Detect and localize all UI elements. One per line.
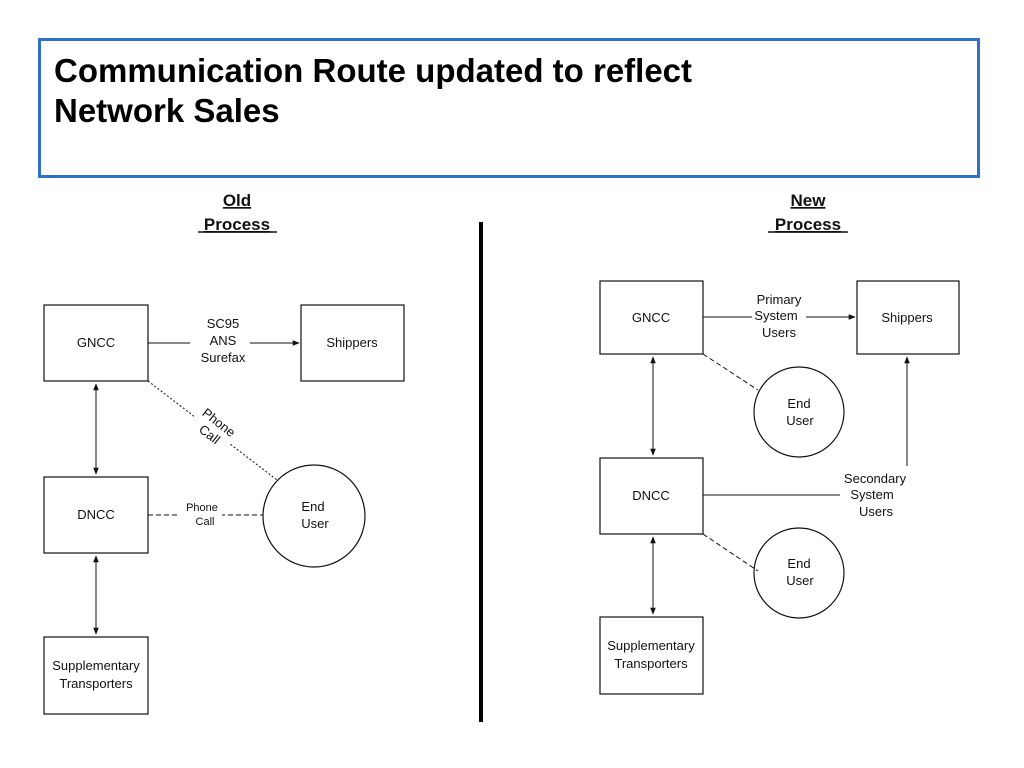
old-end-user-label-1: End: [301, 499, 324, 514]
new-end-user-2-circle: [753, 527, 845, 619]
old-dncc-enduser-label-bg: [180, 502, 222, 528]
old-supplementary-box: [43, 636, 149, 715]
new-heading-line-1: New: [791, 191, 827, 210]
title-box: Communication Route updated to reflect N…: [38, 38, 980, 178]
new-gncc-box: [599, 280, 704, 355]
new-process: New Process GNCC Shippers Primary System…: [599, 191, 960, 695]
old-gncc-box: [43, 304, 149, 382]
new-primary-label-3: Users: [762, 325, 796, 340]
new-primary-label-2: System: [754, 308, 797, 323]
new-heading-line-2: Process: [775, 215, 841, 234]
new-gncc-enduser-dashed-line: [702, 353, 759, 391]
new-end-user-1-label-2: User: [786, 413, 814, 428]
old-supplementary-label-1: Supplementary: [52, 658, 140, 673]
title-line-2: Network Sales: [54, 92, 280, 129]
old-gncc-shippers-label-1: SC95: [207, 316, 240, 331]
new-end-user-1-label-1: End: [787, 396, 810, 411]
new-secondary-label-3: Users: [859, 504, 893, 519]
old-dncc-enduser-label-1: Phone: [186, 502, 218, 514]
new-end-user-1-circle: [753, 366, 845, 458]
new-primary-label-1: Primary: [757, 292, 802, 307]
new-secondary-label-1: Secondary: [844, 471, 907, 486]
old-gncc-enduser-label: Phone Call: [187, 400, 243, 455]
new-dncc-label: DNCC: [632, 488, 670, 503]
old-gncc-shippers-label-2: ANS: [210, 333, 237, 348]
new-dncc-enduser-dashed-line: [702, 533, 759, 572]
old-supplementary-label-2: Transporters: [59, 676, 133, 691]
new-supplementary-label-1: Supplementary: [607, 638, 695, 653]
old-end-user-circle: [262, 464, 366, 568]
old-process: Old Process GNCC Shippers SC95 ANS Suref…: [43, 191, 405, 715]
new-shippers-box: [856, 280, 960, 355]
old-heading-line-1: Old: [223, 191, 251, 210]
new-secondary-label-2: System: [850, 487, 893, 502]
new-supplementary-label-2: Transporters: [614, 656, 688, 671]
new-end-user-2-label-1: End: [787, 556, 810, 571]
page-title: Communication Route updated to reflect N…: [54, 51, 954, 131]
new-shippers-label: Shippers: [881, 310, 933, 325]
new-gncc-label: GNCC: [632, 310, 670, 325]
old-shippers-box: [300, 304, 405, 382]
old-gncc-shippers-label-3: Surefax: [201, 350, 246, 365]
old-end-user-label-2: User: [301, 516, 329, 531]
old-dncc-enduser-label-2: Call: [196, 516, 215, 528]
title-line-1: Communication Route updated to reflect: [54, 52, 693, 89]
new-end-user-2-label-2: User: [786, 573, 814, 588]
new-dncc-box: [599, 457, 704, 535]
old-gncc-label: GNCC: [77, 335, 115, 350]
new-supplementary-box: [599, 616, 704, 695]
old-dncc-box: [43, 476, 149, 554]
old-dncc-label: DNCC: [77, 507, 115, 522]
old-shippers-label: Shippers: [326, 335, 378, 350]
old-heading-line-2: Process: [204, 215, 270, 234]
